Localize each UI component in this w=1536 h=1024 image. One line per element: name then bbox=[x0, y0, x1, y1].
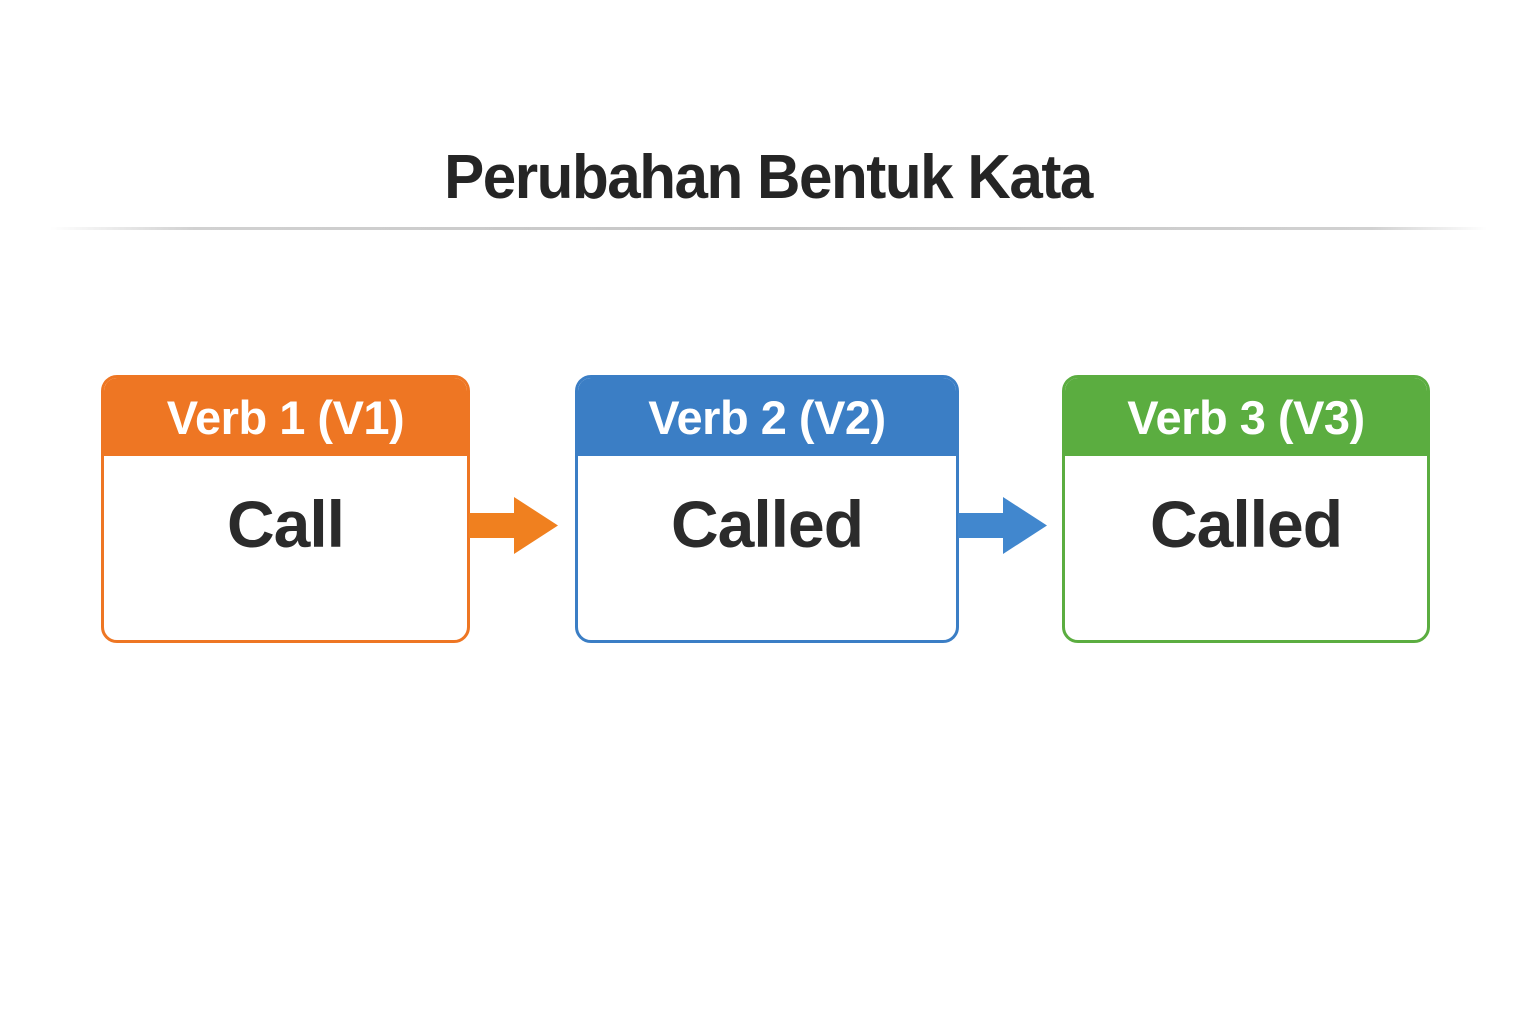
verb-card-v3-header: Verb 3 (V3) bbox=[1065, 378, 1427, 456]
verb-card-v1-header-label: Verb 1 (V1) bbox=[166, 390, 405, 444]
title-divider bbox=[50, 227, 1487, 230]
right-arrow-icon-v2-v3 bbox=[958, 497, 1047, 554]
page-title: Perubahan Bentuk Kata bbox=[444, 143, 1093, 212]
verb-card-v2-body: Called bbox=[578, 456, 956, 562]
verb-card-v3-header-label: Verb 3 (V3) bbox=[1127, 390, 1365, 444]
verb-card-v2: Verb 2 (V2) Called bbox=[575, 375, 959, 643]
verb-card-v3-body: Called bbox=[1065, 456, 1427, 562]
verb-card-v2-header: Verb 2 (V2) bbox=[578, 378, 956, 456]
verb-card-v1: Verb 1 (V1) Call bbox=[101, 375, 470, 643]
verb-card-v1-body: Call bbox=[104, 456, 467, 562]
right-arrow-shape bbox=[469, 497, 558, 554]
right-arrow-icon-v1-v2 bbox=[469, 497, 558, 554]
verb-card-v3: Verb 3 (V3) Called bbox=[1062, 375, 1430, 643]
verb-card-v2-word: Called bbox=[670, 487, 864, 561]
verb-card-v1-word: Call bbox=[226, 487, 345, 561]
verb-card-v1-header: Verb 1 (V1) bbox=[104, 378, 467, 456]
verb-card-v3-word: Called bbox=[1149, 487, 1343, 561]
right-arrow-shape bbox=[958, 497, 1047, 554]
verb-card-v2-header-label: Verb 2 (V2) bbox=[648, 390, 886, 444]
